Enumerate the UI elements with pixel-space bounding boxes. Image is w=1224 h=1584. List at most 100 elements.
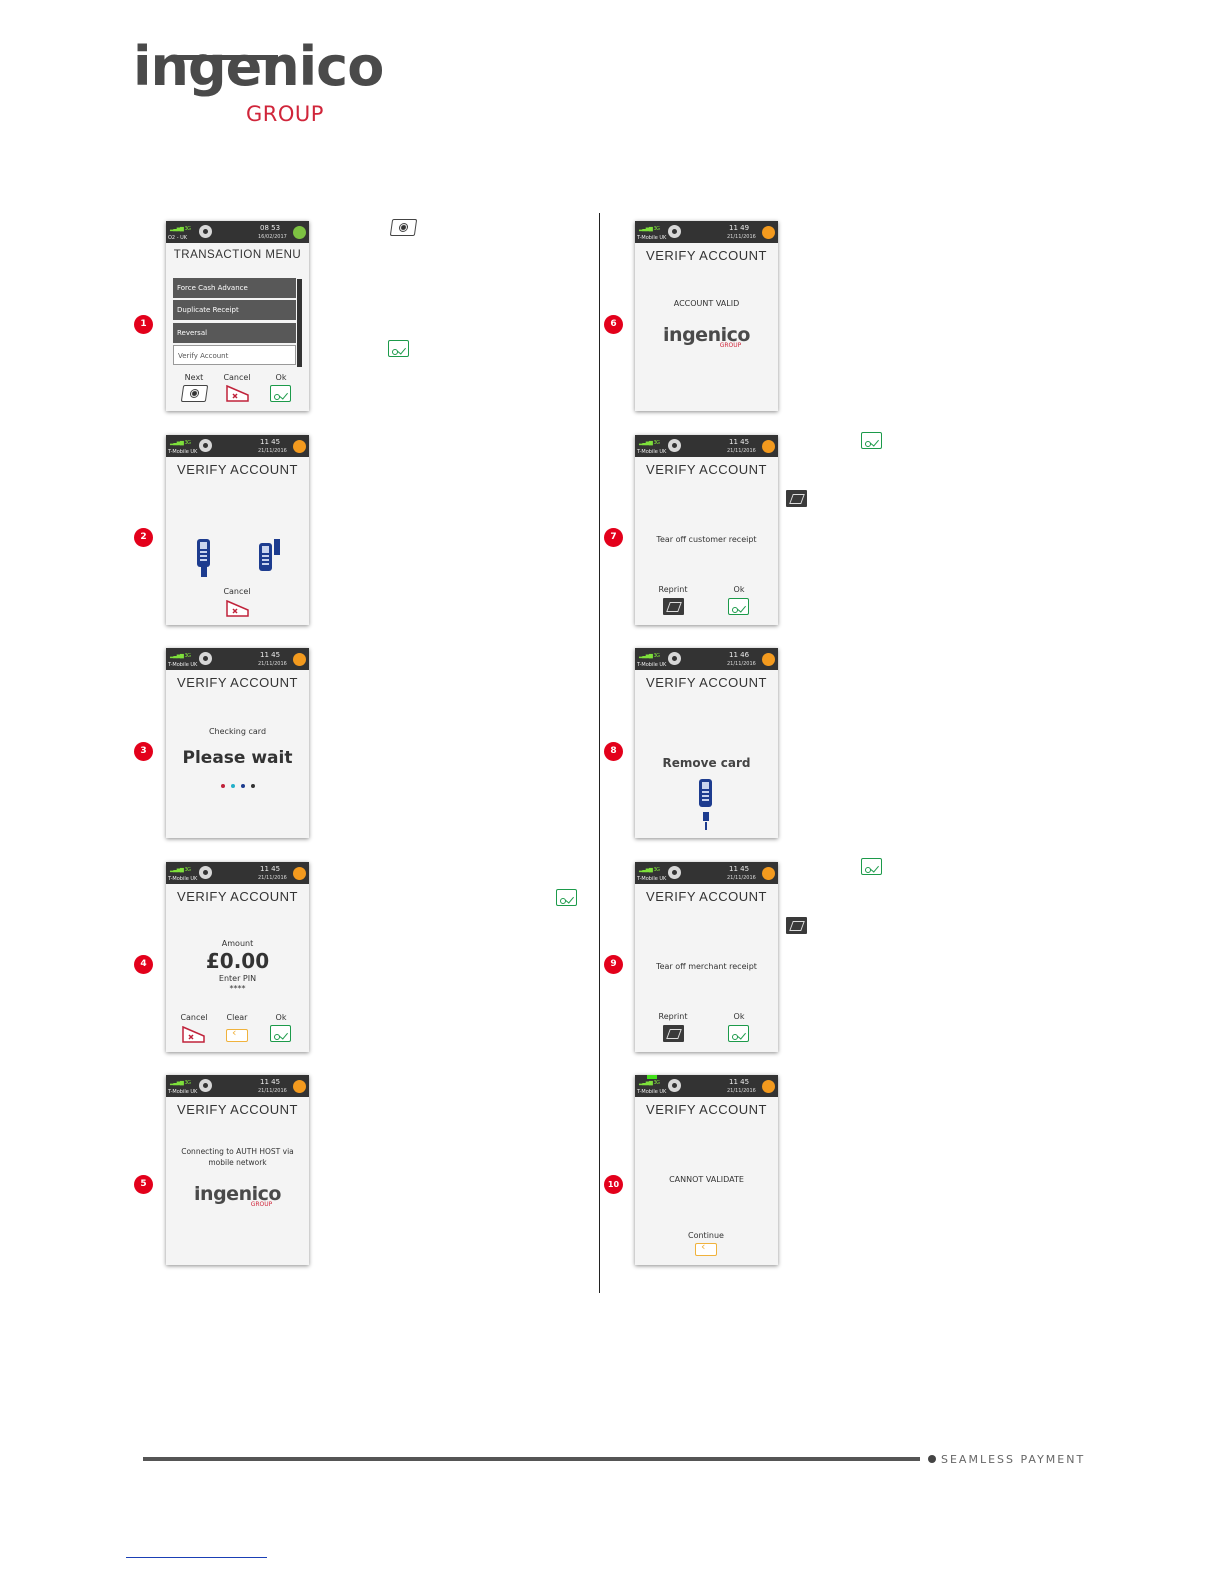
ok-label: Ok <box>733 585 745 594</box>
clock-date: 21/11/2016 <box>727 234 756 240</box>
menu-item-reversal[interactable]: Reversal <box>173 323 296 343</box>
signal-icon: ▂▃▅▆ 3G <box>170 653 191 659</box>
clock-date: 21/11/2016 <box>727 1088 756 1094</box>
clock-time: 11 45 <box>729 865 750 873</box>
reprint-key-icon <box>786 917 807 934</box>
clock-date: 21/11/2016 <box>258 875 287 881</box>
cancel-key-icon[interactable] <box>182 1026 205 1043</box>
ok-key-icon <box>388 340 409 357</box>
reprint-key-icon[interactable] <box>663 1025 684 1042</box>
ok-key-icon <box>861 432 882 449</box>
terminal-screen-3: ▂▃▅▆ 3G T-Mobile UK 11 45 21/11/2016 VER… <box>166 648 309 838</box>
clock-time: 11 49 <box>729 224 750 232</box>
symbol-icon <box>199 1079 212 1092</box>
screen-title: VERIFY ACCOUNT <box>177 1102 298 1117</box>
step-badge-2: 2 <box>134 528 153 547</box>
signal-icon: ▂▃▅▆ 3G <box>639 867 660 873</box>
step-badge-5: 5 <box>134 1175 153 1194</box>
network-name: T-Mobile UK <box>637 662 667 668</box>
menu-item-force-cash-advance[interactable]: Force Cash Advance <box>173 278 296 298</box>
status-bar: ▂▃▅▆ 3G T-Mobile UK 11 45 21/11/2016 <box>166 862 309 884</box>
symbol-icon <box>199 225 212 238</box>
network-name: T-Mobile UK <box>168 449 198 455</box>
status-bar: ▂▃▅▆ 3G T-Mobile UK 11 46 21/11/2016 <box>635 648 778 670</box>
terminal-screen-9: ▂▃▅▆ 3G T-Mobile UK 11 45 21/11/2016 VER… <box>635 862 778 1052</box>
reprint-key-icon[interactable] <box>663 598 684 615</box>
screen-title: VERIFY ACCOUNT <box>177 462 298 477</box>
cancel-label: Cancel <box>223 587 251 596</box>
pin-input[interactable]: **** <box>229 984 246 993</box>
next-label: Next <box>184 373 204 382</box>
clear-key-icon[interactable] <box>226 1026 248 1042</box>
next-key-icon[interactable] <box>180 385 209 402</box>
ingenico-logo: ingenico GROUP <box>194 1183 281 1208</box>
status-message: Checking card <box>208 727 267 736</box>
ok-key-icon[interactable] <box>270 385 291 402</box>
clock-date: 21/11/2016 <box>258 448 287 454</box>
terminal-screen-6: ▂▃▅▆ 3G T-Mobile UK 11 49 21/11/2016 VER… <box>635 221 778 411</box>
signal-icon: ▂▃▅▆ 3G <box>639 653 660 659</box>
screen-title: VERIFY ACCOUNT <box>646 675 767 690</box>
step-badge-1: 1 <box>134 315 153 334</box>
symbol-icon <box>668 439 681 452</box>
continue-label: Continue <box>688 1231 724 1240</box>
status-bar: ▂▃▅▆ 3G T-Mobile UK 11 45 21/11/2016 <box>166 648 309 670</box>
ingenico-logo: ingenico <box>133 35 384 98</box>
cancel-key-icon[interactable] <box>226 600 249 617</box>
network-name: O2 - UK <box>168 235 188 241</box>
screen-title: VERIFY ACCOUNT <box>177 675 298 690</box>
step-badge-8: 8 <box>604 742 623 761</box>
terminal-insert-card-icon <box>197 539 210 567</box>
symbol-icon <box>668 652 681 665</box>
scrollbar[interactable] <box>297 279 302 367</box>
status-bar: ▂▃▅▆ 3G T-Mobile UK 11 45 21/11/2016 <box>166 435 309 457</box>
reprint-label: Reprint <box>658 585 688 594</box>
cannot-validate-message: CANNOT VALIDATE <box>669 1175 744 1184</box>
menu-item-duplicate-receipt[interactable]: Duplicate Receipt <box>173 300 296 320</box>
clock-time: 11 45 <box>260 1078 281 1086</box>
terminal-swipe-card-icon <box>259 543 272 571</box>
clock-date: 16/02/2017 <box>258 234 287 240</box>
battery-icon <box>762 867 775 880</box>
battery-icon <box>762 1080 775 1093</box>
network-name: T-Mobile UK <box>637 449 667 455</box>
cancel-key-icon[interactable] <box>226 385 249 402</box>
network-name: T-Mobile UK <box>637 235 667 241</box>
footer-bar <box>143 1457 920 1461</box>
network-activity-icon <box>647 1075 657 1079</box>
continue-key-icon[interactable] <box>695 1240 717 1256</box>
screen-title: VERIFY ACCOUNT <box>646 889 767 904</box>
clock-time: 11 45 <box>729 1078 750 1086</box>
battery-icon <box>762 653 775 666</box>
network-name: T-Mobile UK <box>168 876 198 882</box>
symbol-icon <box>668 866 681 879</box>
menu-item-verify-account[interactable]: Verify Account <box>173 345 296 365</box>
network-name: T-Mobile UK <box>168 662 198 668</box>
ok-key-icon[interactable] <box>728 598 749 615</box>
arrow-down-icon <box>705 822 707 830</box>
footer-dot-icon <box>928 1455 936 1463</box>
ok-key-icon[interactable] <box>728 1025 749 1042</box>
clock-time: 11 45 <box>260 865 281 873</box>
battery-icon <box>762 440 775 453</box>
clock-date: 21/11/2016 <box>727 661 756 667</box>
step-badge-4: 4 <box>134 955 153 974</box>
signal-icon: ▂▃▅▆ 3G <box>170 226 191 232</box>
network-name: T-Mobile UK <box>637 876 667 882</box>
account-valid-message: ACCOUNT VALID <box>673 299 740 308</box>
ok-key-icon[interactable] <box>270 1025 291 1042</box>
ok-key-icon <box>861 858 882 875</box>
cancel-label: Cancel <box>180 1013 208 1022</box>
signal-icon: ▂▃▅▆ 3G <box>639 1080 660 1086</box>
terminal-screen-10: ▂▃▅▆ 3G T-Mobile UK 11 45 21/11/2016 VER… <box>635 1075 778 1265</box>
connecting-message: Connecting to AUTH HOST via <box>181 1147 294 1156</box>
status-bar: ▂▃▅▆ 3G T-Mobile UK 11 49 21/11/2016 <box>635 221 778 243</box>
terminal-screen-5: ▂▃▅▆ 3G T-Mobile UK 11 45 21/11/2016 VER… <box>166 1075 309 1265</box>
logo-bar <box>178 55 278 60</box>
clear-label: Clear <box>226 1013 248 1022</box>
progress-dots-icon <box>218 773 258 792</box>
cancel-label: Cancel <box>223 373 251 382</box>
footer-link-underline[interactable] <box>126 1557 267 1558</box>
clock-date: 21/11/2016 <box>727 875 756 881</box>
battery-icon <box>293 1080 306 1093</box>
